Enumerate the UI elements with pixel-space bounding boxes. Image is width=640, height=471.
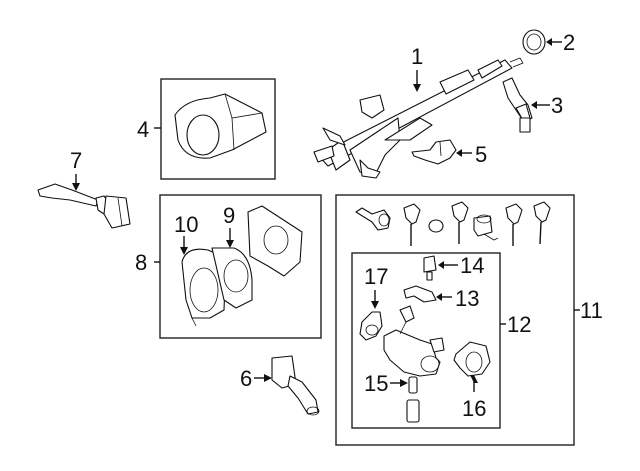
box-11 bbox=[335, 194, 580, 446]
callout-14: 14 bbox=[438, 253, 484, 278]
callout-label: 2 bbox=[563, 30, 575, 55]
callout-label: 11 bbox=[580, 298, 603, 323]
box-4 bbox=[154, 78, 276, 180]
callout-label: 1 bbox=[411, 44, 423, 69]
callout-label: 3 bbox=[551, 93, 563, 118]
shroud-cover-part bbox=[174, 93, 267, 159]
callout-7: 7 bbox=[70, 148, 82, 191]
callout-1: 1 bbox=[411, 44, 423, 92]
key-set-row bbox=[355, 201, 551, 246]
ignition-switch-part bbox=[359, 311, 383, 341]
callout-5: 5 bbox=[456, 142, 487, 167]
turn-signal-switch-part bbox=[37, 183, 131, 229]
callout-9: 9 bbox=[223, 203, 235, 248]
box-8 bbox=[154, 194, 322, 339]
callout-2: 2 bbox=[546, 30, 575, 55]
callout-label: 9 bbox=[223, 203, 235, 228]
cylinder-pin-part bbox=[406, 376, 420, 423]
callout-15: 15 bbox=[364, 371, 408, 396]
callout-6: 6 bbox=[240, 366, 272, 391]
callout-label: 8 bbox=[135, 250, 147, 275]
callout-16: 16 bbox=[462, 375, 486, 421]
bearing-ring-part bbox=[522, 29, 546, 55]
box-12 bbox=[351, 252, 506, 429]
shear-bolt-part bbox=[423, 255, 437, 281]
mounting-bracket-part bbox=[411, 139, 457, 165]
callout-label: 14 bbox=[460, 253, 484, 278]
callout-label: 7 bbox=[70, 148, 82, 173]
callout-label: 12 bbox=[507, 312, 531, 337]
callout-label: 17 bbox=[364, 264, 388, 289]
lock-bracket-part bbox=[403, 285, 437, 303]
callout-label: 4 bbox=[137, 117, 149, 142]
wiper-switch-part bbox=[271, 355, 320, 416]
callout-label: 15 bbox=[364, 371, 388, 396]
callout-label: 5 bbox=[475, 142, 487, 167]
callout-13: 13 bbox=[436, 286, 479, 311]
callout-label: 13 bbox=[455, 286, 479, 311]
lock-housing-part bbox=[383, 305, 445, 377]
callout-label: 16 bbox=[462, 396, 486, 421]
callout-4: 4 bbox=[137, 117, 149, 142]
callout-17: 17 bbox=[364, 264, 388, 309]
callout-8: 8 bbox=[135, 250, 147, 275]
callout-label: 6 bbox=[240, 366, 252, 391]
steering-column-part bbox=[313, 57, 524, 179]
immobilizer-ring-part bbox=[453, 341, 491, 377]
callout-12: 12 bbox=[507, 312, 531, 337]
callout-3: 3 bbox=[531, 93, 563, 118]
clock-spring-parts bbox=[181, 205, 303, 327]
callout-10: 10 bbox=[174, 212, 198, 255]
callout-11: 11 bbox=[580, 298, 603, 323]
callout-label: 10 bbox=[174, 212, 198, 237]
intermediate-shaft-part bbox=[502, 77, 533, 133]
